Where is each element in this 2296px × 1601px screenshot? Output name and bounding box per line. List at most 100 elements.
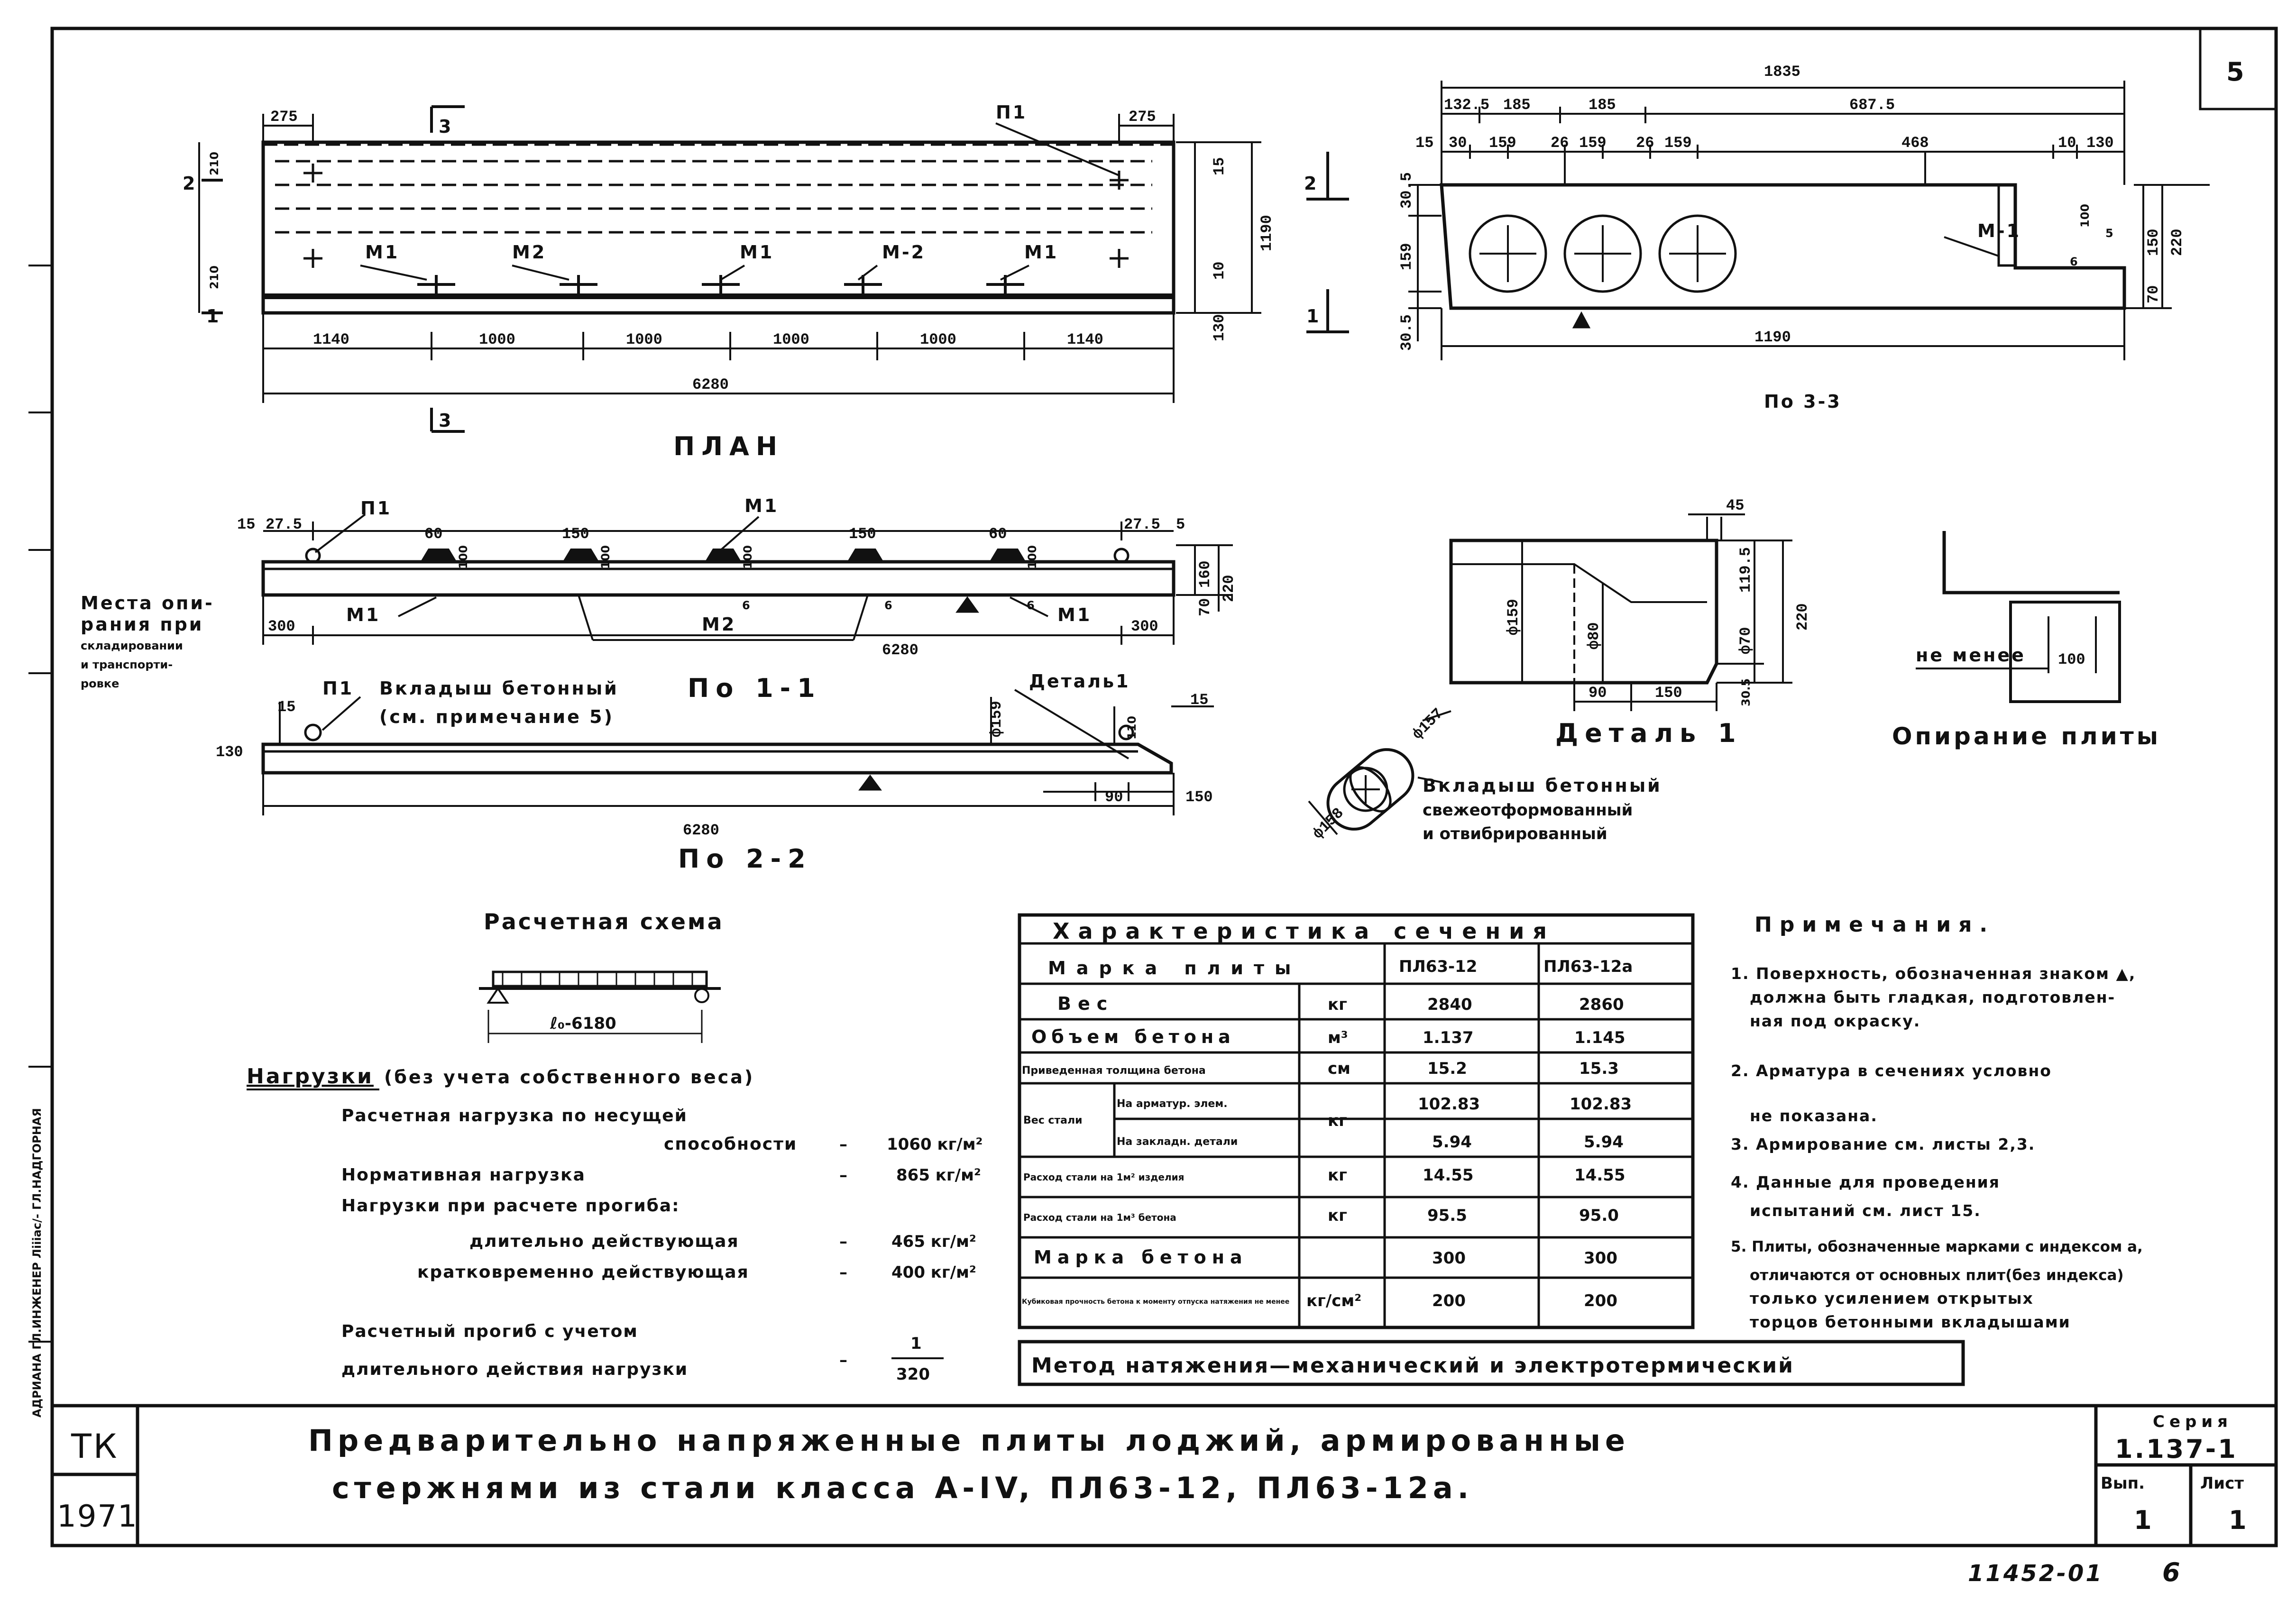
- s33-185a: 185: [1503, 96, 1531, 114]
- d1-150: 150: [1655, 684, 1682, 702]
- s33-right-100: 100: [2078, 204, 2092, 228]
- s22-15-right: 15: [1190, 691, 1208, 709]
- support-view: [1916, 531, 2121, 703]
- d1-80: ф80: [1585, 622, 1603, 650]
- s11-6b: 6: [884, 599, 892, 612]
- plan-section-2-left: 2: [183, 173, 197, 194]
- section11-view: [261, 513, 1233, 645]
- s33-185b: 185: [1589, 96, 1616, 114]
- section33-texts: 1835 132.5 185 185 687.5 15 30 159 26 15…: [1398, 63, 2186, 351]
- note-8: 5. Плиты, обозначенные марками с индексо…: [1731, 1238, 2143, 1255]
- s33-right-5: 5: [2105, 227, 2113, 240]
- row3-v2: 102.83: [1570, 1095, 1632, 1114]
- row5-v2: 14.55: [1574, 1166, 1626, 1185]
- bottom-page: 6: [2162, 1557, 2187, 1587]
- row2-v2: 15.3: [1579, 1059, 1619, 1078]
- s11-60b: 60: [989, 525, 1007, 543]
- s11-150b: 150: [849, 525, 876, 543]
- s11-m1-left: М1: [346, 604, 380, 625]
- support-note: не менее: [1916, 645, 2026, 666]
- s33-bottom: 1190: [1754, 329, 1791, 346]
- note-4: не показана.: [1750, 1107, 1878, 1125]
- plan-section-2-right: 2: [1304, 173, 1318, 194]
- load-row-0-label: Расчетная нагрузка по несущей: [341, 1106, 688, 1125]
- s22-150: 150: [1185, 788, 1213, 806]
- d1-159: ф159: [1505, 599, 1522, 635]
- s11-275b: 27.5: [1124, 516, 1160, 533]
- s33-687: 687.5: [1849, 96, 1895, 114]
- d1-45: 45: [1726, 497, 1744, 514]
- plan-mark-m1-c: М1: [1024, 242, 1058, 263]
- load-row-4-value: 465 кг/м²: [891, 1232, 976, 1251]
- s33-right-6: 6: [2070, 255, 2078, 268]
- note-6: 4. Данные для проведения: [1731, 1173, 2000, 1191]
- s11-300-left: 300: [268, 618, 295, 635]
- plan-dim-210-bot: 210: [208, 265, 221, 289]
- s33-26b: 26: [1636, 134, 1654, 152]
- s11-5: 5: [1176, 516, 1185, 533]
- loads-sub: (без учета собственного веса): [384, 1067, 754, 1088]
- row1-label: Объем бетона: [1031, 1026, 1235, 1047]
- dash-1: –: [839, 1135, 847, 1154]
- s11-note-4: ровке: [81, 677, 119, 690]
- side-stamp: АДРИАНА ГЛ.ИНЖЕНЕР Лiiiaс/- ГЛ.НАДГОРНАЯ: [30, 1108, 44, 1418]
- tb-org: ТК: [71, 1427, 119, 1466]
- load-row-4-label: длительно действующая: [469, 1232, 739, 1251]
- s33-15: 15: [1415, 134, 1433, 152]
- deflection-den: 320: [896, 1365, 930, 1384]
- s22-p1: П1: [322, 678, 354, 699]
- plan-dim-130: 130: [1211, 314, 1228, 341]
- title-block-texts: ТК 1971 Предварительно напряженные плиты…: [57, 1412, 2253, 1535]
- s11-100d: 100: [1026, 545, 1039, 569]
- s11-70: 70: [1196, 598, 1214, 616]
- d1-30: 30.5: [1739, 678, 1753, 706]
- row3-v1: 102.83: [1418, 1095, 1480, 1114]
- section11-texts: 15 27.5 60 150 150 60 27.5 5 П1 М1 М1 М2…: [81, 495, 1238, 690]
- row2-unit: см: [1328, 1059, 1350, 1078]
- plan-texts: 275 275 1140 1000 1000 1000 1000 1140 62…: [183, 102, 1319, 431]
- table-texts: Характеристика сечения Марка плиты ПЛ63-…: [1022, 918, 1793, 1378]
- table-title: Характеристика сечения: [1053, 918, 1555, 944]
- row1-v1: 1.137: [1423, 1028, 1474, 1047]
- note-0: 1. Поверхность, обозначенная знаком ▲,: [1731, 964, 2136, 983]
- row8-label: Кубиковая прочность бетона к моменту отп…: [1022, 1298, 1289, 1306]
- s11-note-1: рания при: [81, 614, 203, 635]
- note-10: только усилением открытых: [1750, 1289, 2034, 1308]
- row0-unit: кг: [1328, 995, 1347, 1014]
- s33-left-30a: 30.5: [1398, 172, 1415, 209]
- plan-section-1-left: 1: [206, 306, 220, 327]
- dash-5: –: [839, 1351, 847, 1370]
- section22-view: [261, 689, 1214, 815]
- plan-dim-1000-c: 1000: [773, 331, 809, 348]
- tb-list: 1: [2229, 1505, 2253, 1535]
- s22-130: 130: [216, 743, 243, 761]
- row7-v1: 300: [1432, 1249, 1466, 1268]
- plan-mark-p1: П1: [996, 102, 1027, 123]
- sheet-frame: [50, 27, 2278, 1547]
- plan-dim-1000-b: 1000: [626, 331, 662, 348]
- row1-unit: м³: [1328, 1028, 1348, 1047]
- s11-150a: 150: [562, 525, 589, 543]
- deflection-1: длительного действия нагрузки: [341, 1360, 688, 1379]
- plan-dim-210-top: 210: [208, 152, 221, 175]
- d1-220: 220: [1794, 603, 1811, 631]
- d1-119: 119.5: [1737, 547, 1754, 593]
- plan-mark-m-2: М-2: [882, 242, 926, 263]
- dash-2: –: [839, 1166, 847, 1185]
- margin-ticks: [28, 265, 52, 1343]
- s33-left-159: 159: [1398, 243, 1415, 270]
- support-title: Опирание плиты: [1892, 723, 2161, 750]
- load-row-3-label: Нагрузки при расчете прогиба:: [341, 1196, 680, 1216]
- load-row-2-value: 865 кг/м²: [896, 1166, 981, 1185]
- section22-title: По 2-2: [678, 844, 812, 874]
- s22-detail: Деталь1: [1029, 671, 1130, 692]
- plan-mark-m1-a: М1: [365, 242, 399, 263]
- row3-unit: кг: [1328, 1111, 1347, 1130]
- load-row-5-label: кратковременно действующая: [417, 1263, 749, 1282]
- note-5: 3. Армирование см. листы 2,3.: [1731, 1135, 2035, 1153]
- plan-dim-1000-a: 1000: [479, 331, 515, 348]
- table-h-mark: Марка плиты: [1048, 958, 1301, 979]
- calc-span: ℓ₀-6180: [550, 1014, 616, 1033]
- row6-v2: 95.0: [1579, 1206, 1619, 1225]
- plan-dim-1140-b: 1140: [1067, 331, 1103, 348]
